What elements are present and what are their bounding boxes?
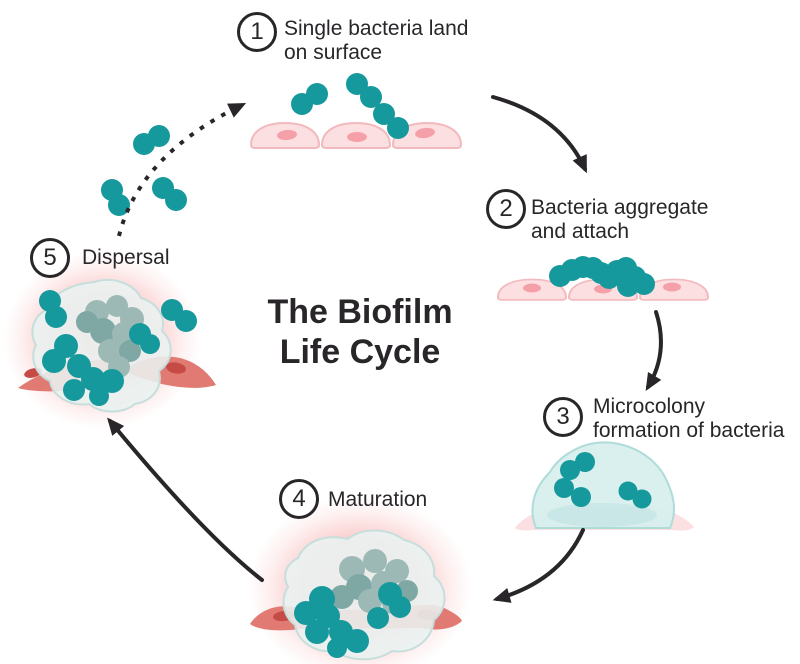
bacteria-pair [101, 179, 130, 216]
epithelial-cell-row [497, 278, 709, 301]
stage-2-scene [497, 256, 709, 301]
stage-4-number: 4 [292, 485, 306, 512]
bacteria-pair [161, 299, 197, 332]
bacteria-cluster [294, 549, 418, 658]
stage-1-label: Single bacteria land on surface [284, 17, 469, 64]
stage-4-label: Maturation [328, 488, 428, 511]
arrow-stage3-to-stage4-icon [492, 528, 585, 603]
stage-2-label: Bacteria aggregate and attach [531, 196, 709, 243]
epithelial-cell-row [250, 122, 462, 149]
stage-1-number: 1 [250, 18, 264, 45]
stage-1-scene [250, 73, 462, 149]
stage-5-scene [18, 279, 216, 413]
diagram-title-line1: The Biofilm [267, 293, 453, 331]
stage-2-number: 2 [499, 195, 513, 222]
bacteria-pair [133, 125, 170, 155]
bacteria-pair [39, 290, 67, 328]
bacteria-pair [291, 83, 328, 115]
arrow-stage2-to-stage3-icon [645, 310, 663, 391]
stage-3-number: 3 [556, 403, 570, 430]
diagram-title: The Biofilm Life Cycle [230, 292, 490, 372]
stage-1-number-badge: 1 [237, 12, 277, 52]
bacteria-cluster [42, 295, 160, 406]
diagram-title-line2: Life Cycle [279, 333, 441, 371]
stage-4-scene [250, 529, 462, 661]
arrow-stage4-to-stage5-icon [107, 417, 264, 582]
microcolony-base-shading [547, 503, 657, 527]
dashed-arrow-stage5-to-stage1-icon [117, 102, 247, 237]
stage-5-number: 5 [43, 244, 57, 271]
stage-2-number-badge: 2 [486, 189, 526, 229]
stage-3-label: Microcolony formation of bacteria [593, 395, 785, 442]
arrow-stage1-to-stage2-icon [491, 95, 587, 174]
stage-4-number-badge: 4 [279, 479, 319, 519]
bacteria-cluster [554, 452, 652, 509]
bacteria-cluster [549, 256, 655, 297]
stage-3-scene [515, 441, 694, 531]
dispersing-bacteria [101, 125, 187, 216]
stage-5-label: Dispersal [82, 246, 170, 269]
bacteria-pair [346, 73, 382, 108]
bacteria-pair [373, 103, 409, 139]
bacteria-pair [152, 177, 187, 211]
stage-5-number-badge: 5 [30, 238, 70, 278]
stage-3-number-badge: 3 [543, 397, 583, 437]
